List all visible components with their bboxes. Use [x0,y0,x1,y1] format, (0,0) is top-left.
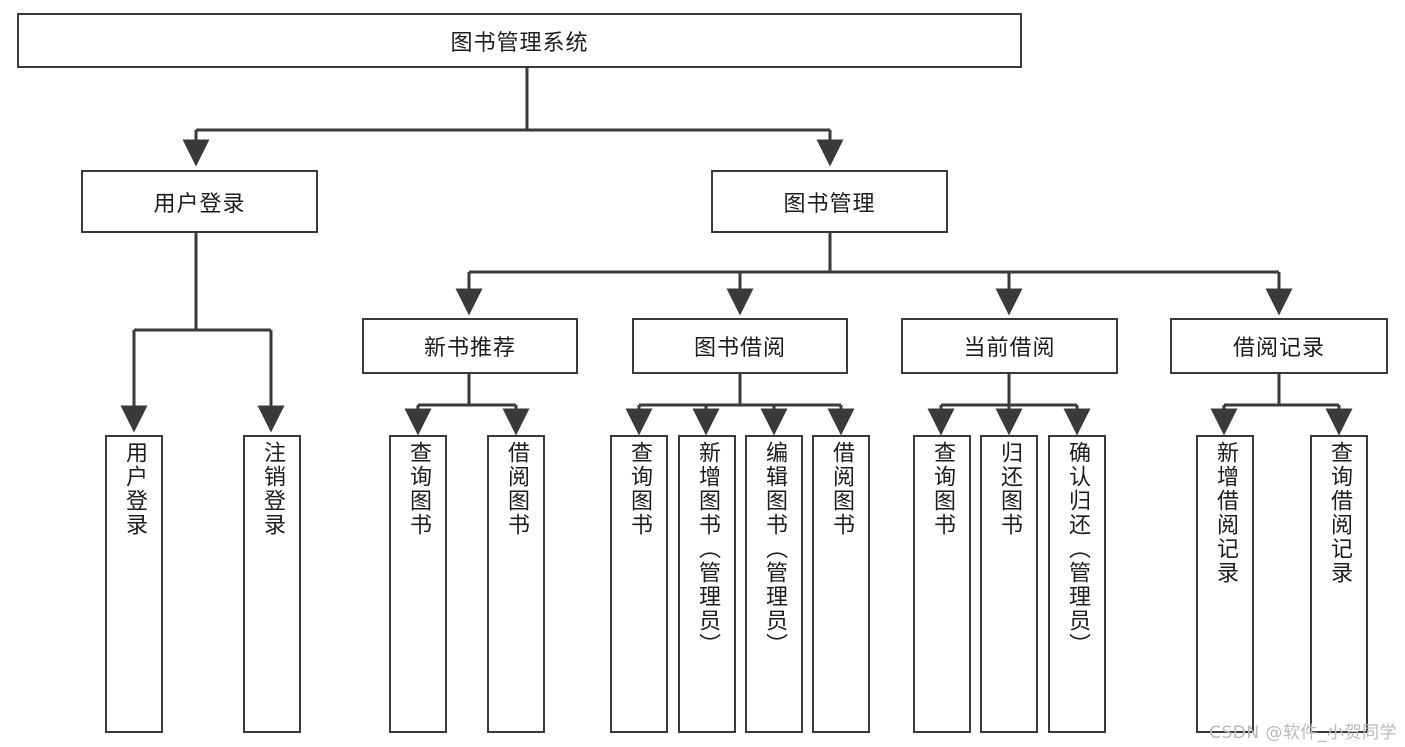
leaf-current-confirm-return-label: 确认归还（管理员） [1064,441,1090,657]
leaf-newbook-query-label: 查询图书 [405,441,431,537]
leaf-user-login[interactable]: 用户登录 [105,435,163,733]
leaf-borrow-borrow-book-label: 借阅图书 [828,441,854,537]
leaf-borrow-edit-book[interactable]: 编辑图书（管理员） [745,435,803,733]
leaf-user-login-label: 用户登录 [121,441,147,537]
leaf-newbook-borrow-label: 借阅图书 [503,441,529,537]
leaf-user-logout-label: 注销登录 [259,441,285,537]
node-user-login[interactable]: 用户登录 [81,170,318,233]
node-book-management[interactable]: 图书管理 [711,170,948,233]
leaf-record-query[interactable]: 查询借阅记录 [1310,435,1368,733]
leaf-current-confirm-return[interactable]: 确认归还（管理员） [1048,435,1106,733]
leaf-borrow-borrow-book[interactable]: 借阅图书 [812,435,870,733]
leaf-borrow-add-book-label: 新增图书（管理员） [694,441,720,657]
leaf-record-query-label: 查询借阅记录 [1326,441,1352,585]
leaf-current-query-label: 查询图书 [929,441,955,537]
node-root[interactable]: 图书管理系统 [17,13,1022,68]
node-new-book-recommend[interactable]: 新书推荐 [362,318,578,374]
watermark: CSDN @软件_小贺同学 [1209,723,1397,743]
leaf-user-logout[interactable]: 注销登录 [243,435,301,733]
leaf-newbook-query[interactable]: 查询图书 [389,435,447,733]
node-book-borrow[interactable]: 图书借阅 [632,318,848,374]
leaf-borrow-edit-book-label: 编辑图书（管理员） [761,441,787,657]
node-book-borrow-label: 图书借阅 [693,336,786,361]
leaf-current-return[interactable]: 归还图书 [980,435,1038,733]
leaf-borrow-add-book[interactable]: 新增图书（管理员） [678,435,736,733]
node-user-login-label: 用户登录 [153,191,246,217]
leaf-current-return-label: 归还图书 [996,441,1022,537]
leaf-record-add-label: 新增借阅记录 [1212,441,1238,585]
node-root-label: 图书管理系统 [450,30,589,56]
node-book-management-label: 图书管理 [783,191,876,217]
node-current-borrow-label: 当前借阅 [963,336,1056,361]
leaf-borrow-query-label: 查询图书 [626,441,652,537]
leaf-record-add[interactable]: 新增借阅记录 [1196,435,1254,733]
leaf-borrow-query[interactable]: 查询图书 [610,435,668,733]
node-current-borrow[interactable]: 当前借阅 [901,318,1118,374]
leaf-newbook-borrow[interactable]: 借阅图书 [487,435,545,733]
leaf-current-query[interactable]: 查询图书 [913,435,971,733]
node-new-book-recommend-label: 新书推荐 [423,336,516,361]
node-borrow-record-label: 借阅记录 [1232,336,1325,361]
node-borrow-record[interactable]: 借阅记录 [1170,318,1388,374]
